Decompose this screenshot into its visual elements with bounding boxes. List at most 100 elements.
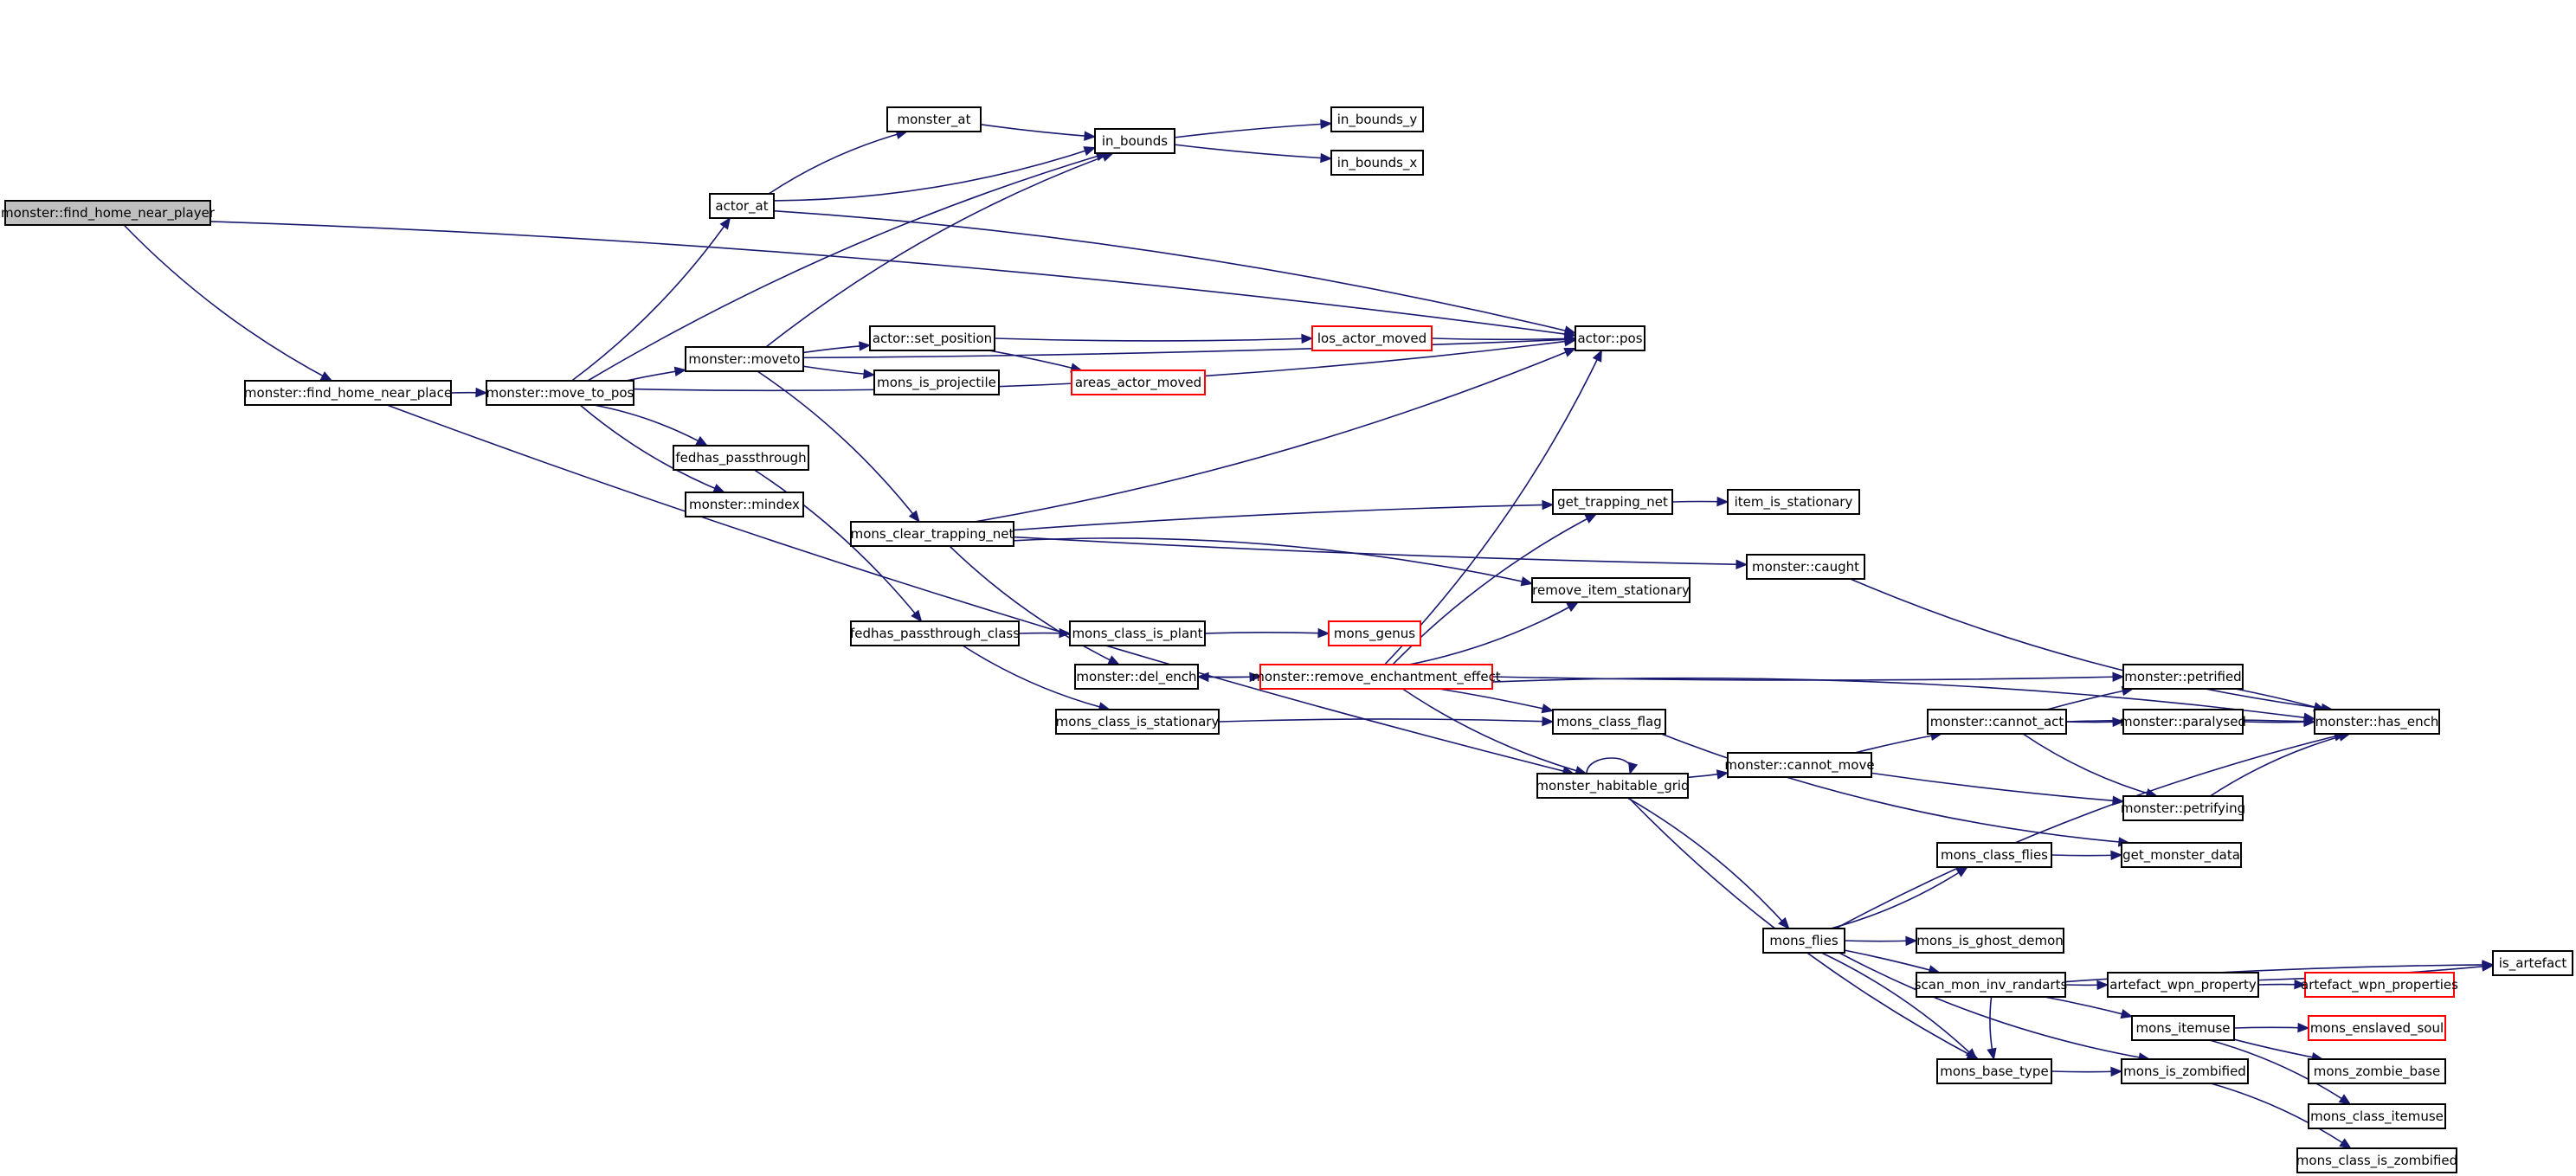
- node-box[interactable]: [1746, 554, 1865, 580]
- node-box[interactable]: [685, 346, 804, 372]
- node-box[interactable]: [1727, 752, 1872, 778]
- node-box[interactable]: [1074, 664, 1199, 690]
- node-monster_habitable_grid[interactable]: monster_habitable_grid: [1536, 773, 1690, 799]
- node-monster_at[interactable]: monster_at: [886, 106, 982, 132]
- node-box[interactable]: [1330, 106, 1424, 132]
- node-mons_class_flag[interactable]: mons_class_flag: [1552, 709, 1666, 735]
- node-moveto[interactable]: monster::moveto: [685, 346, 804, 372]
- node-box[interactable]: [1916, 928, 2064, 954]
- node-mons_zombie_base[interactable]: mons_zombie_base: [2308, 1058, 2446, 1084]
- node-box[interactable]: [1069, 620, 1206, 646]
- node-box[interactable]: [685, 492, 804, 517]
- node-actor_pos[interactable]: actor::pos: [1575, 325, 1645, 351]
- node-box[interactable]: [4, 200, 211, 226]
- node-artefact_wpn_properties[interactable]: artefact_wpn_properties: [2301, 972, 2458, 998]
- node-paralysed[interactable]: monster::paralysed: [2120, 709, 2246, 735]
- node-box[interactable]: [709, 193, 775, 219]
- node-get_monster_data[interactable]: get_monster_data: [2121, 842, 2242, 868]
- node-box[interactable]: [2308, 1103, 2446, 1129]
- node-mons_is_zombified[interactable]: mons_is_zombified: [2121, 1058, 2249, 1084]
- node-in_bounds_x[interactable]: in_bounds_x: [1330, 150, 1424, 176]
- node-box[interactable]: [2308, 1058, 2446, 1084]
- node-actor_at[interactable]: actor_at: [709, 193, 775, 219]
- node-box[interactable]: [1311, 325, 1433, 351]
- node-find_home_near_place[interactable]: monster::find_home_near_place: [244, 380, 452, 406]
- node-move_to_pos[interactable]: monster::move_to_pos: [486, 380, 634, 406]
- node-box[interactable]: [2121, 842, 2242, 868]
- node-caught[interactable]: monster::caught: [1746, 554, 1865, 580]
- node-box[interactable]: [2121, 1058, 2249, 1084]
- node-mons_clear_trapping_net[interactable]: mons_clear_trapping_net: [850, 521, 1014, 547]
- node-box[interactable]: [1936, 842, 2052, 868]
- node-box[interactable]: [1071, 370, 1206, 395]
- node-box[interactable]: [850, 620, 1020, 646]
- node-fedhas_passthrough[interactable]: fedhas_passthrough: [673, 445, 809, 471]
- node-fedhas_passthrough_class[interactable]: fedhas_passthrough_class: [850, 620, 1020, 646]
- node-mons_base_type[interactable]: mons_base_type: [1936, 1058, 2052, 1084]
- node-cannot_act[interactable]: monster::cannot_act: [1927, 709, 2067, 735]
- node-in_bounds_y[interactable]: in_bounds_y: [1330, 106, 1424, 132]
- node-box[interactable]: [1575, 325, 1645, 351]
- node-box[interactable]: [1927, 709, 2067, 735]
- node-find_home_near_player[interactable]: monster::find_home_near_player: [1, 200, 216, 226]
- node-mons_flies[interactable]: mons_flies: [1762, 928, 1845, 954]
- node-box[interactable]: [1552, 709, 1666, 735]
- node-box[interactable]: [1531, 577, 1690, 603]
- node-box[interactable]: [1552, 489, 1673, 515]
- node-box[interactable]: [1727, 489, 1860, 515]
- node-box[interactable]: [1259, 664, 1493, 690]
- node-box[interactable]: [2122, 709, 2244, 735]
- node-box[interactable]: [486, 380, 634, 406]
- node-mons_class_is_stationary[interactable]: mons_class_is_stationary: [1055, 709, 1220, 735]
- node-box[interactable]: [850, 521, 1014, 547]
- node-box[interactable]: [1936, 1058, 2052, 1084]
- node-cannot_move[interactable]: monster::cannot_move: [1724, 752, 1875, 778]
- node-mons_class_is_plant[interactable]: mons_class_is_plant: [1069, 620, 1206, 646]
- node-box[interactable]: [2304, 972, 2455, 998]
- node-box[interactable]: [1762, 928, 1845, 954]
- node-box[interactable]: [244, 380, 452, 406]
- node-artefact_wpn_property[interactable]: artefact_wpn_property: [2107, 972, 2259, 998]
- node-box[interactable]: [673, 445, 809, 471]
- node-box[interactable]: [1328, 620, 1421, 646]
- node-los_actor_moved[interactable]: los_actor_moved: [1311, 325, 1433, 351]
- node-box[interactable]: [2492, 950, 2573, 976]
- node-box[interactable]: [1536, 773, 1689, 799]
- node-box[interactable]: [886, 106, 982, 132]
- node-box[interactable]: [1916, 972, 2066, 998]
- node-box[interactable]: [2131, 1015, 2235, 1041]
- node-has_ench[interactable]: monster::has_ench: [2314, 709, 2440, 735]
- node-box[interactable]: [2122, 795, 2244, 821]
- node-set_position[interactable]: actor::set_position: [869, 325, 995, 351]
- node-in_bounds[interactable]: in_bounds: [1094, 128, 1175, 154]
- node-mons_genus[interactable]: mons_genus: [1328, 620, 1421, 646]
- node-mons_is_ghost_demon[interactable]: mons_is_ghost_demon: [1916, 928, 2064, 954]
- node-box[interactable]: [1055, 709, 1220, 735]
- node-mons_is_projectile[interactable]: mons_is_projectile: [873, 370, 1000, 395]
- node-box[interactable]: [2308, 1015, 2446, 1041]
- node-mons_itemuse[interactable]: mons_itemuse: [2131, 1015, 2235, 1041]
- node-box[interactable]: [873, 370, 1000, 395]
- node-box[interactable]: [1330, 150, 1424, 176]
- node-mons_class_flies[interactable]: mons_class_flies: [1936, 842, 2052, 868]
- node-is_artefact[interactable]: is_artefact: [2492, 950, 2573, 976]
- node-remove_enchantment_effect[interactable]: monster::remove_enchantment_effect: [1252, 664, 1501, 690]
- node-box[interactable]: [2296, 1147, 2457, 1173]
- node-mons_enslaved_soul[interactable]: mons_enslaved_soul: [2308, 1015, 2446, 1041]
- node-box[interactable]: [2107, 972, 2259, 998]
- node-areas_actor_moved[interactable]: areas_actor_moved: [1071, 370, 1206, 395]
- node-box[interactable]: [869, 325, 995, 351]
- node-item_is_stationary[interactable]: item_is_stationary: [1727, 489, 1860, 515]
- node-mindex[interactable]: monster::mindex: [685, 492, 804, 517]
- node-box[interactable]: [1094, 128, 1175, 154]
- node-scan_mon_inv_randarts[interactable]: scan_mon_inv_randarts: [1915, 972, 2068, 998]
- node-petrified[interactable]: monster::petrified: [2122, 664, 2244, 690]
- node-get_trapping_net[interactable]: get_trapping_net: [1552, 489, 1673, 515]
- node-mons_class_itemuse[interactable]: mons_class_itemuse: [2308, 1103, 2446, 1129]
- node-box[interactable]: [2314, 709, 2440, 735]
- node-del_ench[interactable]: monster::del_ench: [1074, 664, 1199, 690]
- node-mons_class_is_zombified[interactable]: mons_class_is_zombified: [2296, 1147, 2457, 1173]
- node-box[interactable]: [2122, 664, 2244, 690]
- node-remove_item_stationary[interactable]: remove_item_stationary: [1531, 577, 1690, 603]
- node-petrifying[interactable]: monster::petrifying: [2121, 795, 2245, 821]
